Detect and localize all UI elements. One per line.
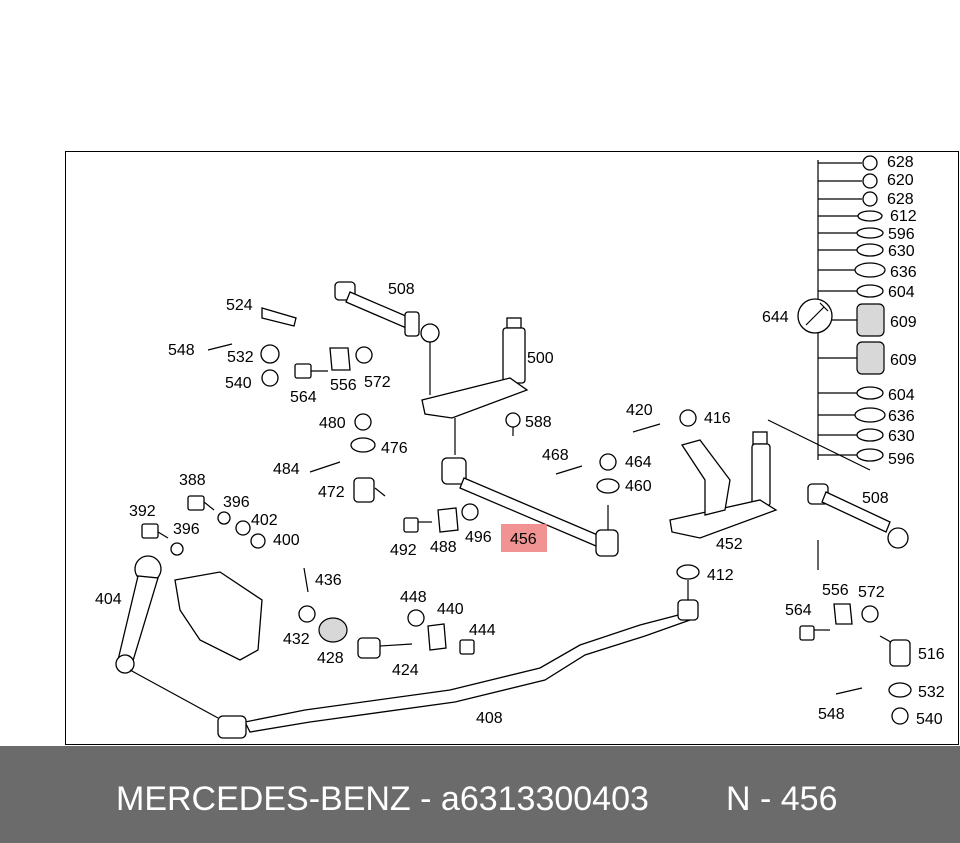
part-label: 476 [381, 440, 408, 457]
part-label: 572 [364, 374, 391, 391]
part-label: 408 [476, 710, 503, 727]
part-label: 396 [173, 521, 200, 538]
part-label: 556 [822, 582, 849, 599]
part-label: 412 [707, 567, 734, 584]
highlight-box [501, 524, 547, 552]
part-label: 416 [704, 410, 731, 427]
part-label: 432 [283, 631, 310, 648]
part-label: 492 [390, 542, 417, 559]
part-label: 630 [888, 428, 915, 445]
part-label: 556 [330, 377, 357, 394]
part-label: 532 [918, 684, 945, 701]
part-label: 540 [916, 711, 943, 728]
part-label: 428 [317, 650, 344, 667]
steering-arm-right [669, 419, 871, 570]
part-label: 572 [858, 584, 885, 601]
part-label: 402 [251, 512, 278, 529]
part-label: 508 [388, 281, 415, 298]
drag-link-right [807, 483, 909, 549]
tie-rod-456 [441, 457, 619, 557]
part-label: 596 [888, 451, 915, 468]
part-label: 468 [542, 447, 569, 464]
center-link [217, 580, 699, 739]
pitman-arm [115, 555, 263, 719]
part-label: 524 [226, 297, 253, 314]
part-label: 448 [400, 589, 427, 606]
part-label: 532 [227, 349, 254, 366]
part-label: 609 [890, 352, 917, 369]
part-label: 420 [626, 402, 653, 419]
part-label: 424 [392, 662, 419, 679]
drag-link-upper [334, 281, 440, 362]
part-label: 588 [525, 414, 552, 431]
footer-bar: MERCEDES-BENZ - a6313300403 N - 456 [0, 746, 960, 843]
part-label: 392 [129, 503, 156, 520]
part-label: 620 [887, 172, 914, 189]
part-label: 596 [888, 226, 915, 243]
part-label: 436 [315, 572, 342, 589]
part-label: 628 [887, 154, 914, 171]
part-label: 464 [625, 454, 652, 471]
part-label: 444 [469, 622, 496, 639]
part-label: 548 [818, 706, 845, 723]
part-label: 630 [888, 243, 915, 260]
part-label: 628 [887, 191, 914, 208]
part-label: 564 [290, 389, 317, 406]
part-label: 508 [862, 490, 889, 507]
part-label: 604 [888, 284, 915, 301]
hardware-stack [797, 155, 886, 462]
part-label: 400 [273, 532, 300, 549]
part-label: 472 [318, 484, 345, 501]
part-label: 452 [716, 536, 743, 553]
part-label: 440 [437, 601, 464, 618]
part-label: 396 [223, 494, 250, 511]
part-label: 484 [273, 461, 300, 478]
part-label: 480 [319, 415, 346, 432]
part-labels: 628 620 628 612 596 630 636 604 644 609 … [95, 154, 945, 728]
part-label: 604 [888, 387, 915, 404]
part-label: 488 [430, 539, 457, 556]
part-label: 644 [762, 309, 789, 326]
brand-part-number: MERCEDES-BENZ - a6313300403 [116, 780, 649, 818]
highlighted-part-label: 456 [510, 531, 537, 548]
part-label: 636 [888, 408, 915, 425]
part-label: 612 [890, 208, 917, 225]
small-hardware [141, 307, 912, 725]
part-label: 388 [179, 472, 206, 489]
part-label: 609 [890, 314, 917, 331]
part-label: 540 [225, 375, 252, 392]
part-label: 516 [918, 646, 945, 663]
part-label: 548 [168, 342, 195, 359]
part-label: 636 [890, 264, 917, 281]
part-label: 500 [527, 350, 554, 367]
part-label: 564 [785, 602, 812, 619]
part-label: 460 [625, 478, 652, 495]
part-label: 496 [465, 529, 492, 546]
position-number: N - 456 [726, 780, 838, 818]
part-label: 404 [95, 591, 122, 608]
idler-arm [421, 317, 529, 455]
